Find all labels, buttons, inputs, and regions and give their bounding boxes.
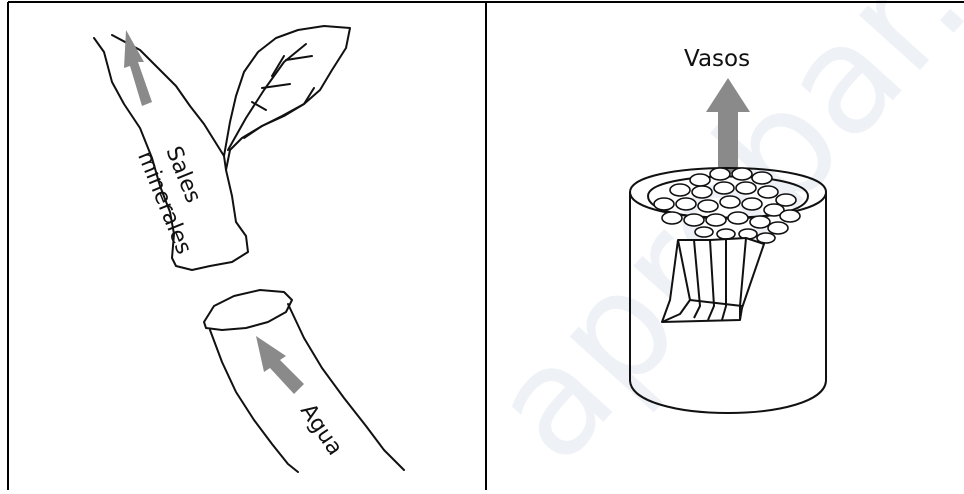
up-arrow-lower [256, 336, 304, 394]
up-arrow-stem [124, 30, 152, 106]
left-panel: Sales minerales Agua [94, 26, 404, 472]
upper-stem [94, 35, 314, 270]
lower-stem-label: Agua [295, 399, 347, 460]
stem-label: Sales minerales [132, 137, 222, 258]
vessels-label: Vasos [684, 46, 750, 72]
lower-stem [204, 290, 404, 472]
